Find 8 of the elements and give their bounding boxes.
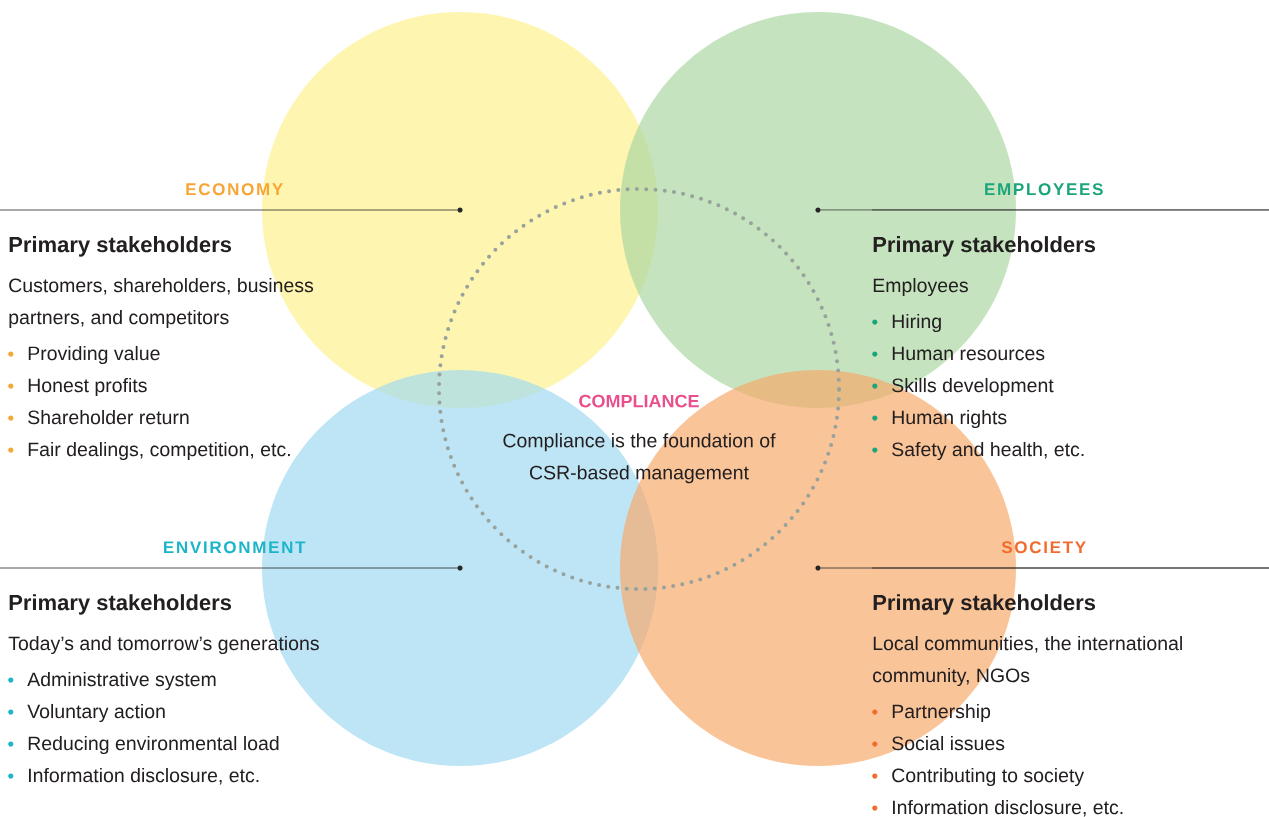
leader-line [820,567,1269,569]
leader-line [820,209,1269,211]
stakeholder-text: SOCIETY Primary stakeholders Local communities, the international community, NGOs Partnership Social issues Contributing to society Information disclosure, etc. [872,541,1182,817]
leader-line [0,209,458,211]
stakeholder-text: ECONOMY Primary stakeholders Customers, shareholders, business partners, and competitors Providing value Honest profits Shareholder return Fair dealings, competition, etc. [8,183,314,461]
leader-line [0,567,458,569]
stakeholder-text: ENVIRONMENT Primary stakeholders Today’s and tomorrow’s generations Administrative system Voluntary action Reducing environmental load Information disclosure, etc. [8,541,319,785]
stakeholder-text: EMPLOYEES Primary stakeholders Employees Hiring Human resources Skills development Human rights Safety and health, etc. [872,183,1103,461]
